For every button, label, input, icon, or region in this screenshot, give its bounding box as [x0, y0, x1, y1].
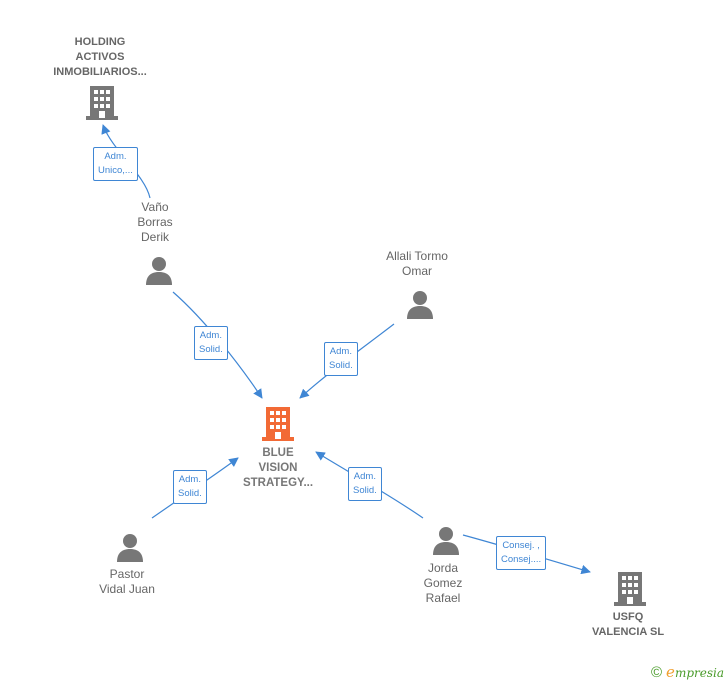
edge-label-jorda-usfq[interactable]: Consej. , Consej....: [496, 536, 547, 570]
node-label-pastor: Pastor Vidal Juan: [99, 567, 155, 596]
node-label-vano: Vaño Borras Derik: [137, 200, 173, 244]
person-icon[interactable]: [405, 289, 435, 319]
brand-logo[interactable]: empresia: [666, 663, 724, 681]
edge-label-allali-blue[interactable]: Adm. Solid.: [324, 342, 358, 376]
edge-label-vano-holding[interactable]: Adm. Unico,...: [93, 147, 138, 181]
person-icon[interactable]: [115, 532, 145, 562]
building-icon[interactable]: [86, 84, 118, 120]
building-icon[interactable]: [614, 570, 646, 606]
copyright-icon: ©: [650, 663, 663, 681]
footer-brand: © empresia: [651, 663, 724, 681]
edge-label-pastor-blue[interactable]: Adm. Solid.: [173, 470, 207, 504]
edge-label-jorda-blue[interactable]: Adm. Solid.: [348, 467, 382, 501]
node-label-holding: HOLDING ACTIVOS INMOBILIARIOS...: [53, 36, 147, 78]
node-label-blue-vision: BLUE VISION STRATEGY...: [242, 447, 314, 489]
building-icon[interactable]: [262, 405, 294, 441]
person-icon[interactable]: [431, 525, 461, 555]
person-icon[interactable]: [144, 255, 174, 285]
node-label-jorda: Jorda Gomez Rafael: [423, 561, 463, 605]
node-label-usfq: USFQ VALENCIA SL: [591, 611, 665, 638]
edge-label-vano-blue[interactable]: Adm. Solid.: [194, 326, 228, 360]
node-label-allali: Allali Tormo Omar: [386, 249, 448, 278]
